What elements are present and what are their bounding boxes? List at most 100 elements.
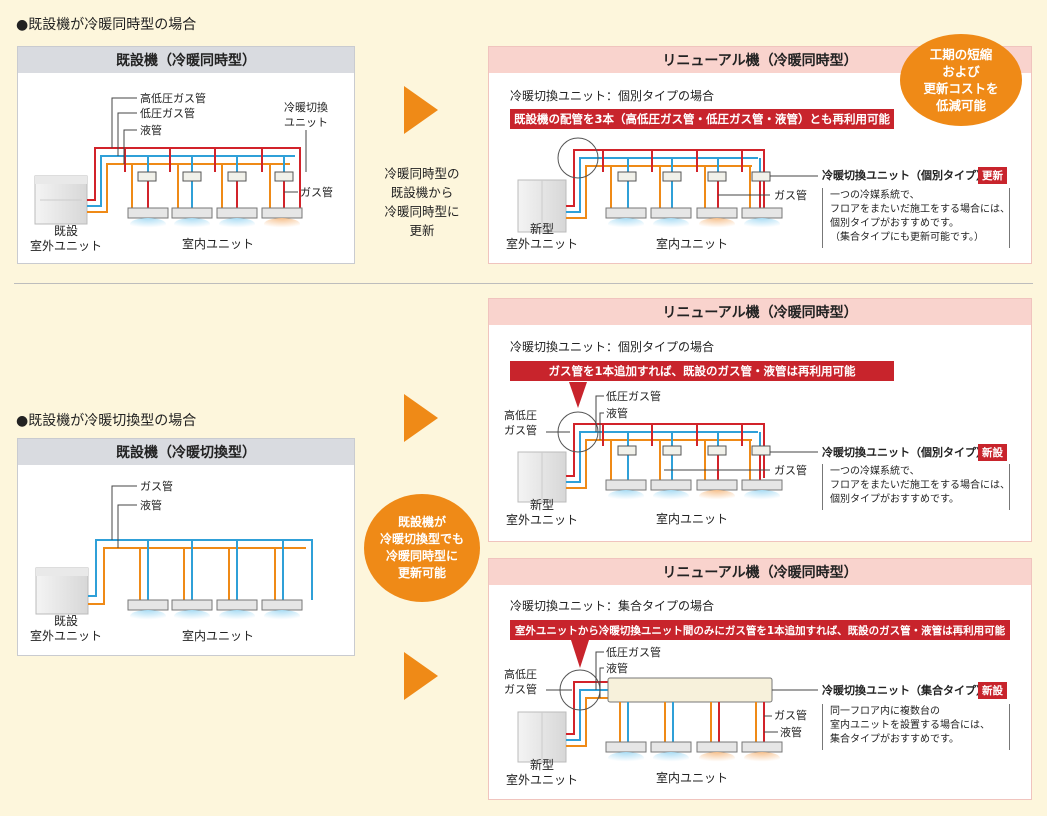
label-liquid-pipe-2: 液管 [780, 726, 802, 739]
leader-lines [546, 395, 818, 471]
pipe-low-gas [87, 155, 295, 207]
pipe-liquid [88, 547, 306, 605]
label-high-low-gas-pipe: 高低圧 ガス管 [504, 409, 537, 437]
label-high-low-gas-pipe: 高低圧ガス管 [140, 92, 206, 105]
pipe-low-gas [566, 689, 608, 741]
reuse-highlight-circle [557, 137, 599, 179]
indoor-units [127, 599, 303, 622]
branches [602, 424, 761, 480]
add-pipe-banner: 室外ユニットから冷暖切換ユニット間のみにガス管を1本追加すれば、既設のガス管・液… [510, 620, 1010, 640]
label-outdoor-unit: 新型 室外ユニット [506, 758, 579, 787]
pipe-high-low-gas [87, 147, 301, 210]
branches [619, 702, 765, 742]
pipe-high-low-gas [566, 149, 765, 210]
diagram-existing-simultaneous [34, 97, 307, 230]
leader-lines [718, 175, 818, 196]
diagram-renewal-individual-2 [517, 382, 818, 503]
label-outdoor-unit: 新型 室外ユニット [506, 222, 579, 251]
label-indoor-unit: 室内ユニット [182, 237, 255, 251]
subtitle: 冷暖切換ユニット：集合タイプの場合 [510, 599, 715, 613]
note-text: 一つの冷媒系統で、 フロアをまたいだ施工をする場合には、 個別タイプがおすすめで… [830, 466, 1010, 505]
indoor-units [605, 207, 783, 230]
pipe-high-low-gas [566, 681, 608, 735]
callout-switching-upgrade: 既設機が 冷暖切換型でも 冷暖同時型に 更新可能 [364, 494, 480, 602]
label-gas-pipe: ガス管 [774, 709, 807, 722]
indoor-units [605, 741, 783, 764]
label-outdoor-unit: 新型 室外ユニット [506, 498, 579, 527]
leader-lines [111, 485, 137, 548]
pipe-liquid [566, 165, 752, 219]
badge-update: 更新 [978, 167, 1007, 184]
panel-header: 既設機（冷暖切換型） [18, 439, 354, 465]
note-text: 同一フロア内に複数台の 室内ユニットを設置する場合には、 集合タイプがおすすめで… [830, 706, 990, 745]
label-liquid-pipe: 液管 [140, 499, 162, 512]
label-high-low-gas-pipe: 高低圧 ガス管 [504, 668, 537, 696]
section-title-top: ●既設機が冷暖同時型の場合 [16, 17, 197, 33]
switch-units [617, 445, 771, 456]
label-gas-pipe: ガス管 [140, 480, 173, 493]
label-liquid-pipe: 液管 [606, 407, 628, 420]
badge-new: 新設 [978, 444, 1007, 461]
indoor-units [127, 207, 303, 230]
banner-pointer [569, 382, 587, 408]
label-gas-pipe: ガス管 [300, 186, 333, 199]
note-bracket [822, 704, 1010, 750]
note-bracket [822, 464, 1010, 510]
label-outdoor-unit: 既設 室外ユニット [30, 614, 103, 643]
label-liquid-pipe: 液管 [140, 124, 162, 137]
branches [602, 150, 761, 208]
pipe-low-gas [566, 157, 758, 213]
section-divider [14, 283, 1033, 284]
label-switch-unit: 冷暖切換 ユニット [284, 101, 328, 129]
label-switch-unit: 冷暖切換ユニット（個別タイプ） [822, 169, 987, 182]
outdoor-unit-top [35, 176, 87, 184]
diagram-renewal-collective [517, 640, 818, 764]
section-title-bottom: ●既設機が冷暖切換型の場合 [16, 413, 197, 429]
panel-header: 既設機（冷暖同時型） [18, 47, 354, 73]
pipe-low-gas [566, 431, 758, 483]
badge-new: 新設 [978, 682, 1007, 699]
diagram-renewal-individual-1 [517, 137, 818, 233]
switch-units [137, 171, 294, 182]
branches [124, 148, 285, 208]
pipe-liquid [566, 697, 608, 747]
label-liquid-pipe: 液管 [606, 662, 628, 675]
label-low-gas-pipe: 低圧ガス管 [140, 107, 195, 120]
label-outdoor-unit: 既設 室外ユニット [30, 224, 103, 253]
label-gas-pipe: ガス管 [774, 464, 807, 477]
middle-text-top: 冷暖同時型の 既設機から 冷暖同時型に 更新 [384, 166, 460, 238]
pipe-high-low-gas [566, 423, 765, 478]
note-text: 一つの冷媒系統で、 フロアをまたいだ施工をする場合には、 個別タイプがおすすめで… [830, 190, 1010, 243]
pipe-gas [88, 539, 313, 600]
diagram-existing-switching [35, 485, 313, 622]
label-switch-unit: 冷暖切換ユニット（個別タイプ） [822, 446, 987, 459]
switch-units [617, 171, 771, 182]
label-indoor-unit: 室内ユニット [656, 771, 729, 785]
subtitle: 冷暖切換ユニット：個別タイプの場合 [510, 340, 715, 354]
reuse-banner: 既設機の配管を3本（高低圧ガス管・低圧ガス管・液管）とも再利用可能 [510, 109, 894, 129]
arrow-right-icon [404, 394, 438, 442]
note-bracket [822, 188, 1010, 248]
arrow-right-icon [404, 86, 438, 134]
callout-cost-reduction: 工期の短縮 および 更新コストを 低減可能 [900, 34, 1022, 126]
indoor-units [605, 479, 783, 502]
panel-header: リニューアル機（冷暖同時型） [489, 559, 1031, 585]
collective-switch-unit [607, 677, 773, 703]
label-indoor-unit: 室内ユニット [656, 237, 729, 251]
label-low-gas-pipe: 低圧ガス管 [606, 646, 661, 659]
label-switch-unit: 冷暖切換ユニット（集合タイプ） [822, 684, 987, 697]
label-low-gas-pipe: 低圧ガス管 [606, 390, 661, 403]
pipe-liquid [566, 439, 752, 489]
label-gas-pipe: ガス管 [774, 189, 807, 202]
arrow-right-icon [404, 652, 438, 700]
label-indoor-unit: 室内ユニット [656, 512, 729, 526]
leader-lines [546, 651, 818, 733]
leader-lines [111, 97, 307, 193]
branches [139, 540, 284, 600]
add-pipe-banner: ガス管を1本追加すれば、既設のガス管・液管は再利用可能 [510, 361, 894, 381]
subtitle: 冷暖切換ユニット：個別タイプの場合 [510, 89, 715, 103]
label-indoor-unit: 室内ユニット [182, 629, 255, 643]
banner-pointer [571, 640, 589, 668]
pipe-liquid [87, 163, 290, 213]
